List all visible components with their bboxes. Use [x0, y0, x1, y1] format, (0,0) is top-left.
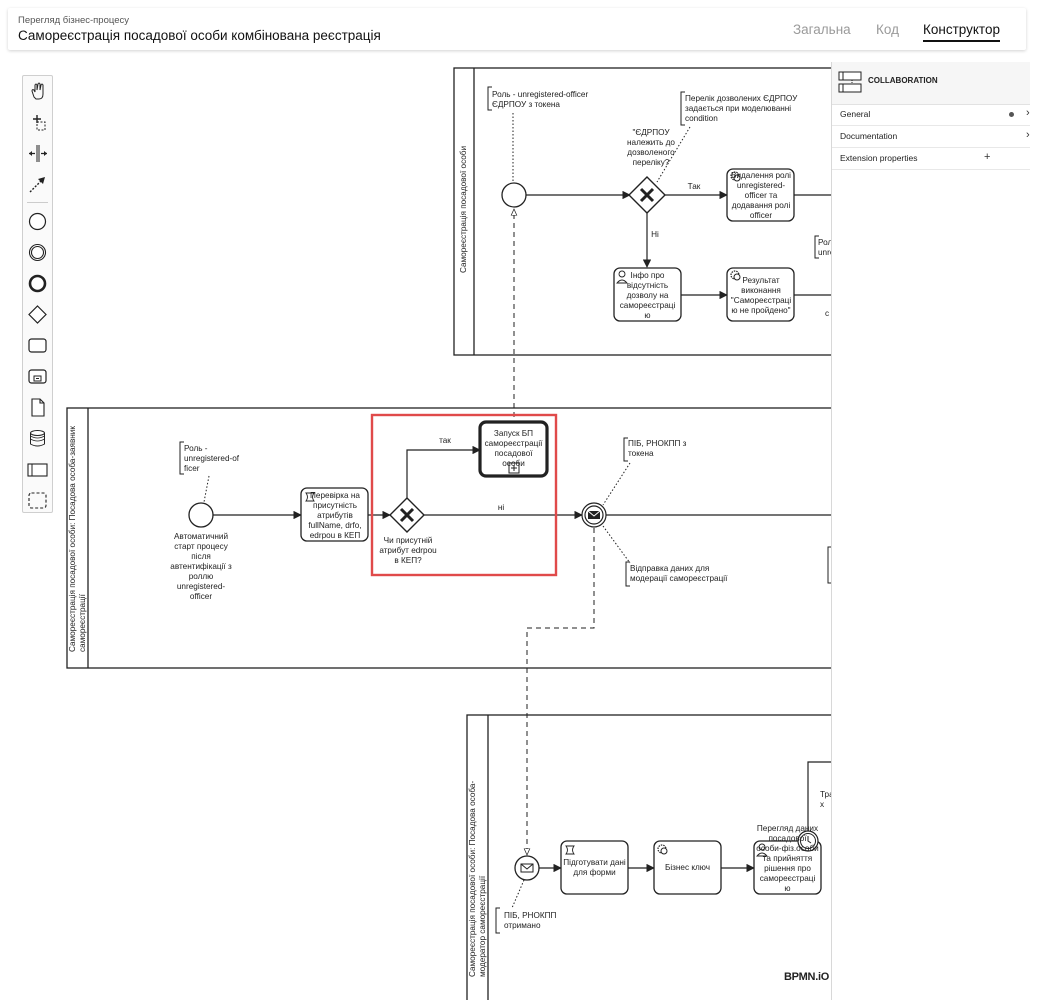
- top-start-event[interactable]: [501, 182, 527, 208]
- user-task-icon: [616, 270, 628, 284]
- chevron-right-icon[interactable]: ›: [1026, 107, 1030, 119]
- call-activity[interactable]: [478, 420, 549, 478]
- group-icon[interactable]: [26, 489, 49, 512]
- annotation-mid-role-text: Роль - unregistered-of ficer: [184, 444, 240, 473]
- data-store-icon[interactable]: [26, 427, 49, 450]
- tab-constructor[interactable]: Конструктор: [923, 22, 1000, 42]
- breadcrumb: Перегляд бізнес-процесу: [18, 15, 129, 26]
- task-check-attributes-label: Перевірка на присутність атрибутів fullN…: [308, 491, 362, 540]
- space-tool-icon[interactable]: [26, 142, 49, 165]
- properties-group-general-label: General: [840, 109, 871, 119]
- flow-mid-no-label: ні: [497, 503, 505, 512]
- pool-bottom-label: Самореєстрація посадової особи: Посадова…: [468, 780, 487, 977]
- mid-gateway[interactable]: [389, 497, 425, 533]
- properties-header: COLLABORATION: [832, 62, 1030, 105]
- mid-message-event[interactable]: [581, 502, 607, 528]
- bpmn-io-logo[interactable]: BPMN.iO: [784, 971, 829, 983]
- script-task-icon: [565, 845, 575, 855]
- annotation-top-right-cut: Рол unre: [818, 238, 831, 257]
- annotation-mid-moderation-text: Відправка даних для модерації самореєстр…: [630, 564, 728, 583]
- plus-icon[interactable]: +: [984, 151, 991, 163]
- mid-gateway-label: Чи присутній атрибут edrpou в КЕП?: [379, 536, 437, 565]
- service-task-icon: [730, 171, 741, 182]
- annotation-top-allowed-text: Перелік дозволених ЄДРПОУ задається при …: [685, 94, 798, 123]
- participant-icon[interactable]: [26, 458, 49, 481]
- collaboration-icon: [838, 71, 862, 93]
- general-indicator-dot: [1009, 112, 1014, 117]
- hand-tool-icon[interactable]: [26, 80, 49, 103]
- properties-group-documentation[interactable]: Documentation ›: [832, 126, 1030, 148]
- flow-top-no-label: Ні: [651, 230, 659, 239]
- properties-group-documentation-label: Documentation: [840, 131, 898, 141]
- flow-top-cut-label: с: [824, 309, 830, 318]
- top-annotation-allowed[interactable]: [680, 91, 685, 126]
- task-result-label: Результат виконання "Самореєстраці ю не …: [730, 276, 792, 315]
- annotation-bottom-pib-text: ПІБ, РНОКПП отримано: [504, 911, 557, 930]
- bpmn-canvas[interactable]: Самореєстрація посадової особи Самореєст…: [0, 62, 831, 1000]
- task-business-key-label: Бізнес ключ: [664, 863, 711, 872]
- properties-group-extension[interactable]: Extension properties +: [832, 148, 1030, 170]
- task-icon[interactable]: [26, 334, 49, 357]
- properties-group-extension-label: Extension properties: [840, 153, 918, 163]
- call-activity-label: Запуск БП самореєстрації посадової особи: [484, 429, 543, 468]
- page-title: Самореєстрація посадової особи комбінова…: [18, 28, 381, 43]
- mid-annotation-role[interactable]: [179, 441, 184, 475]
- subprocess-icon[interactable]: [26, 365, 49, 388]
- lasso-tool-icon[interactable]: [26, 111, 49, 134]
- script-task-icon: [305, 492, 315, 502]
- annotation-mid-pib-text: ПІБ, РНОКПП з токена: [628, 439, 687, 458]
- top-gateway-label: "ЄДРПОУ належить до дозволеного переліку…: [627, 128, 675, 167]
- data-object-icon[interactable]: [26, 396, 49, 419]
- start-event-icon[interactable]: [26, 210, 49, 233]
- service-task-icon: [730, 270, 741, 281]
- task-prepare-data-label: Підготувати дані для форми: [563, 858, 626, 877]
- intermediate-event-icon[interactable]: [26, 241, 49, 264]
- properties-header-label: COLLABORATION: [868, 76, 938, 85]
- tool-palette: [22, 75, 53, 513]
- bottom-message-start[interactable]: [514, 855, 540, 881]
- timer-boundary-event[interactable]: [797, 830, 819, 852]
- mid-start-event[interactable]: [188, 502, 214, 528]
- properties-panel: COLLABORATION General › Documentation › …: [831, 62, 1030, 1000]
- pool-middle-label: Самореєстрація посадової особи: Посадова…: [68, 426, 87, 652]
- flow-top-yes-label: Так: [687, 182, 701, 191]
- global-connect-icon[interactable]: [26, 173, 49, 196]
- selection-highlight: [370, 413, 558, 577]
- user-task-icon: [756, 843, 768, 857]
- page-header: Перегляд бізнес-процесу Самореєстрація п…: [8, 8, 1026, 50]
- diagram-svg: [66, 67, 831, 1000]
- pool-middle[interactable]: [66, 407, 831, 669]
- tab-general[interactable]: Загальна: [793, 22, 851, 37]
- properties-group-general[interactable]: General ›: [832, 104, 1030, 126]
- tab-code[interactable]: Код: [876, 22, 899, 37]
- annotation-top-role-text: Роль - unregistered-officer ЄДРПОУ з ток…: [492, 90, 589, 109]
- gateway-icon[interactable]: [26, 303, 49, 326]
- chevron-right-icon[interactable]: ›: [1026, 129, 1030, 141]
- service-task-icon: [657, 844, 668, 855]
- pool-top-label: Самореєстрація посадової особи: [459, 145, 468, 273]
- task-remove-role-label: Видалення ролі unregistered-officer та д…: [731, 171, 791, 220]
- mid-start-event-label: Автоматичний старт процесу після автенти…: [170, 532, 232, 601]
- end-event-icon[interactable]: [26, 272, 49, 295]
- flow-mid-yes-label: так: [439, 436, 451, 445]
- top-annotation-role[interactable]: [487, 86, 492, 111]
- task-review-label: Перегляд даних посадової особи-фіз.особи…: [756, 824, 819, 893]
- task-info-label: Інфо про відсутність дозволу на самореєс…: [619, 271, 676, 320]
- annotation-bottom-right-cut: Тра х: [820, 790, 831, 809]
- task-review[interactable]: [753, 840, 822, 895]
